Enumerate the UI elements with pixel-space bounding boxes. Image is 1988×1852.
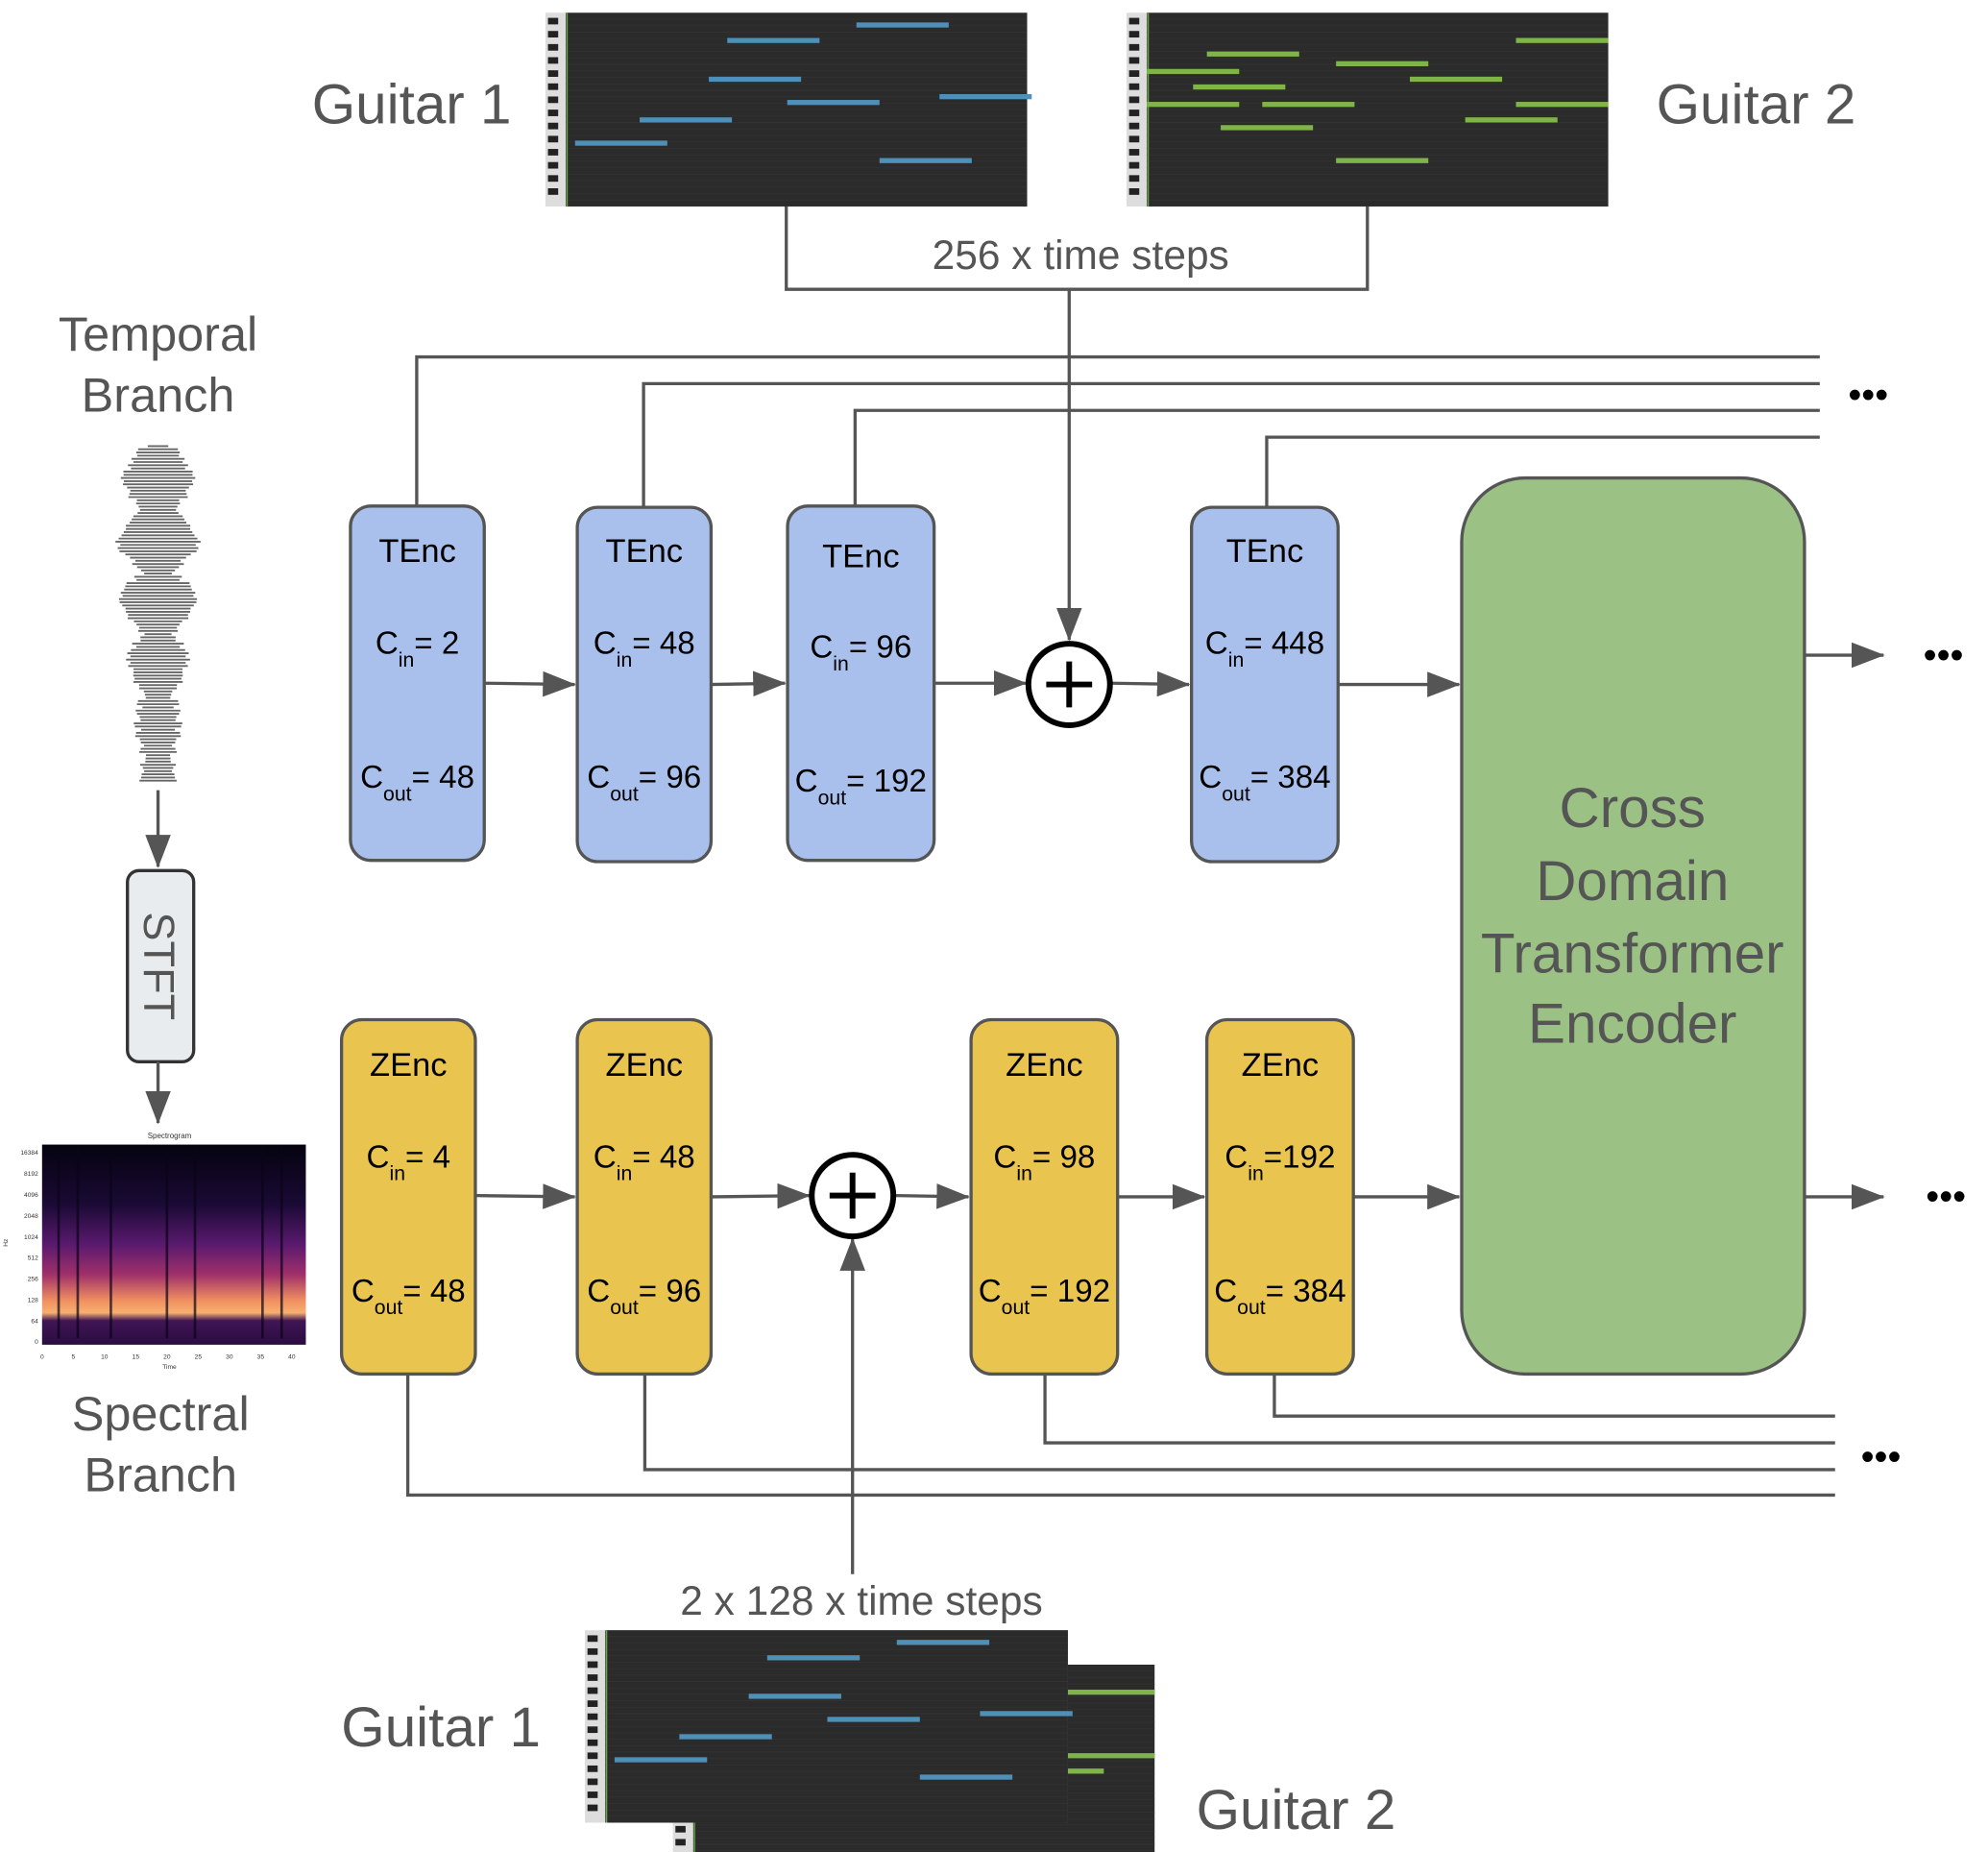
spectrogram-xtick: 15 [133,1353,140,1360]
note [1062,1690,1154,1694]
note [709,77,801,82]
zenc-title: ZEnc [606,1047,684,1084]
note [1410,77,1502,82]
note [1221,125,1313,130]
tenc-block: TEncCin= 2Cout= 48 [351,506,484,861]
spectrogram-xlabel: Time [162,1364,177,1371]
transformer-label: Encoder [1528,992,1736,1055]
guitar2-label-bottom: Guitar 2 [1197,1779,1396,1841]
ellipsis-output-top: ••• [1924,634,1964,676]
tenc-title: TEnc [378,533,455,570]
note [615,1757,707,1762]
tenc-block: TEncCin= 96Cout= 192 [788,506,934,861]
note [1262,102,1354,107]
note [980,1711,1072,1716]
guitar1-label-bottom: Guitar 1 [341,1696,541,1759]
guitar1-piano-roll-bottom [585,1630,1073,1822]
note [1147,102,1239,107]
zenc-title: ZEnc [1242,1047,1320,1084]
note [939,94,1031,99]
tenc-title: TEnc [822,538,900,574]
note [920,1774,1012,1779]
spectral-branch-label-2: Branch [84,1447,237,1501]
transformer-label: Cross [1560,777,1706,840]
zenc-block: ZEncCin= 98Cout= 192 [971,1020,1118,1375]
spectrogram-xtick: 10 [101,1353,109,1360]
note [749,1694,841,1698]
spectrogram-title: Spectrogram [148,1132,192,1140]
guitar1-piano-roll-top [545,12,1031,207]
zenc-title: ZEnc [1006,1047,1083,1084]
zenc-block: ZEncCin= 48Cout= 96 [577,1020,711,1375]
note [1516,102,1609,107]
zenc-block: ZEncCin= 4Cout= 48 [342,1020,475,1375]
spectrogram-ytick: 8192 [24,1171,38,1178]
spectrogram-xtick: 40 [288,1353,296,1360]
transformer-label: Domain [1536,850,1729,913]
note [1147,69,1239,74]
spectrogram-xtick: 30 [226,1353,233,1360]
spectrogram-xtick: 35 [257,1353,265,1360]
sum-node-temporal [1029,644,1110,725]
note [1516,37,1609,42]
note [857,22,949,27]
tenc-block: TEncCin= 448Cout= 384 [1192,507,1339,862]
spectrogram-ytick: 16384 [20,1150,38,1157]
note [1336,158,1428,163]
spectrogram-xtick: 25 [195,1353,203,1360]
note [880,158,972,163]
guitar2-piano-roll-top [1127,12,1609,207]
spectrogram-ylabel: Hz [3,1239,10,1247]
stft-label: STFT [134,912,183,1020]
guitar2-label-top: Guitar 2 [1657,74,1856,136]
spectrogram-ytick: 2048 [24,1213,38,1220]
spectrogram-ytick: 64 [31,1318,38,1325]
tenc-block: TEncCin= 48Cout= 96 [577,507,711,862]
spectral-skip-connections [408,1374,1835,1495]
note [827,1717,919,1721]
temporal-branch-label: Temporal [59,306,257,361]
note [897,1640,989,1645]
spectrogram-image: Spectrogram 16384 8192 4096 2048 1024 512 256 1… [3,1132,305,1371]
spectrogram-ytick: 128 [28,1297,38,1304]
note [1207,52,1299,57]
note [679,1734,771,1739]
spectrogram-ytick: 1024 [24,1234,38,1241]
note [1336,61,1428,66]
shape-label-bottom: 2 x 128 x time steps [680,1578,1043,1623]
spectrogram-ytick: 512 [28,1255,38,1262]
zenc-title: ZEnc [370,1047,448,1084]
spectral-branch-label: Spectral [72,1386,250,1441]
ellipsis-skip-bottom: ••• [1861,1436,1902,1478]
spectrogram-ytick: 4096 [24,1192,38,1199]
note [727,37,819,42]
tenc-title: TEnc [606,533,684,570]
ellipsis-output-bottom: ••• [1926,1176,1966,1218]
note [640,117,732,122]
spectrogram-xtick: 0 [40,1353,44,1360]
spectrogram-ytick: 0 [35,1339,38,1346]
note [767,1655,860,1660]
note [1466,117,1558,122]
note [788,100,880,105]
spectrogram-ytick: 256 [28,1277,38,1283]
ellipsis-skip-top: ••• [1848,375,1888,417]
temporal-branch-label-2: Branch [82,368,235,423]
note [575,140,667,145]
shape-label-top: 256 x time steps [933,232,1229,278]
tenc-title: TEnc [1226,533,1304,570]
waveform-image [115,446,201,780]
sum-node-spectral [812,1155,893,1236]
spectrogram-xtick: 5 [71,1353,75,1360]
guitar1-label-top: Guitar 1 [312,74,512,136]
note [1193,85,1285,89]
transformer-label: Transformer [1481,922,1784,985]
note [1062,1753,1154,1758]
spectrogram-xtick: 20 [163,1353,171,1360]
zenc-block: ZEncCin=192Cout= 384 [1207,1020,1354,1375]
